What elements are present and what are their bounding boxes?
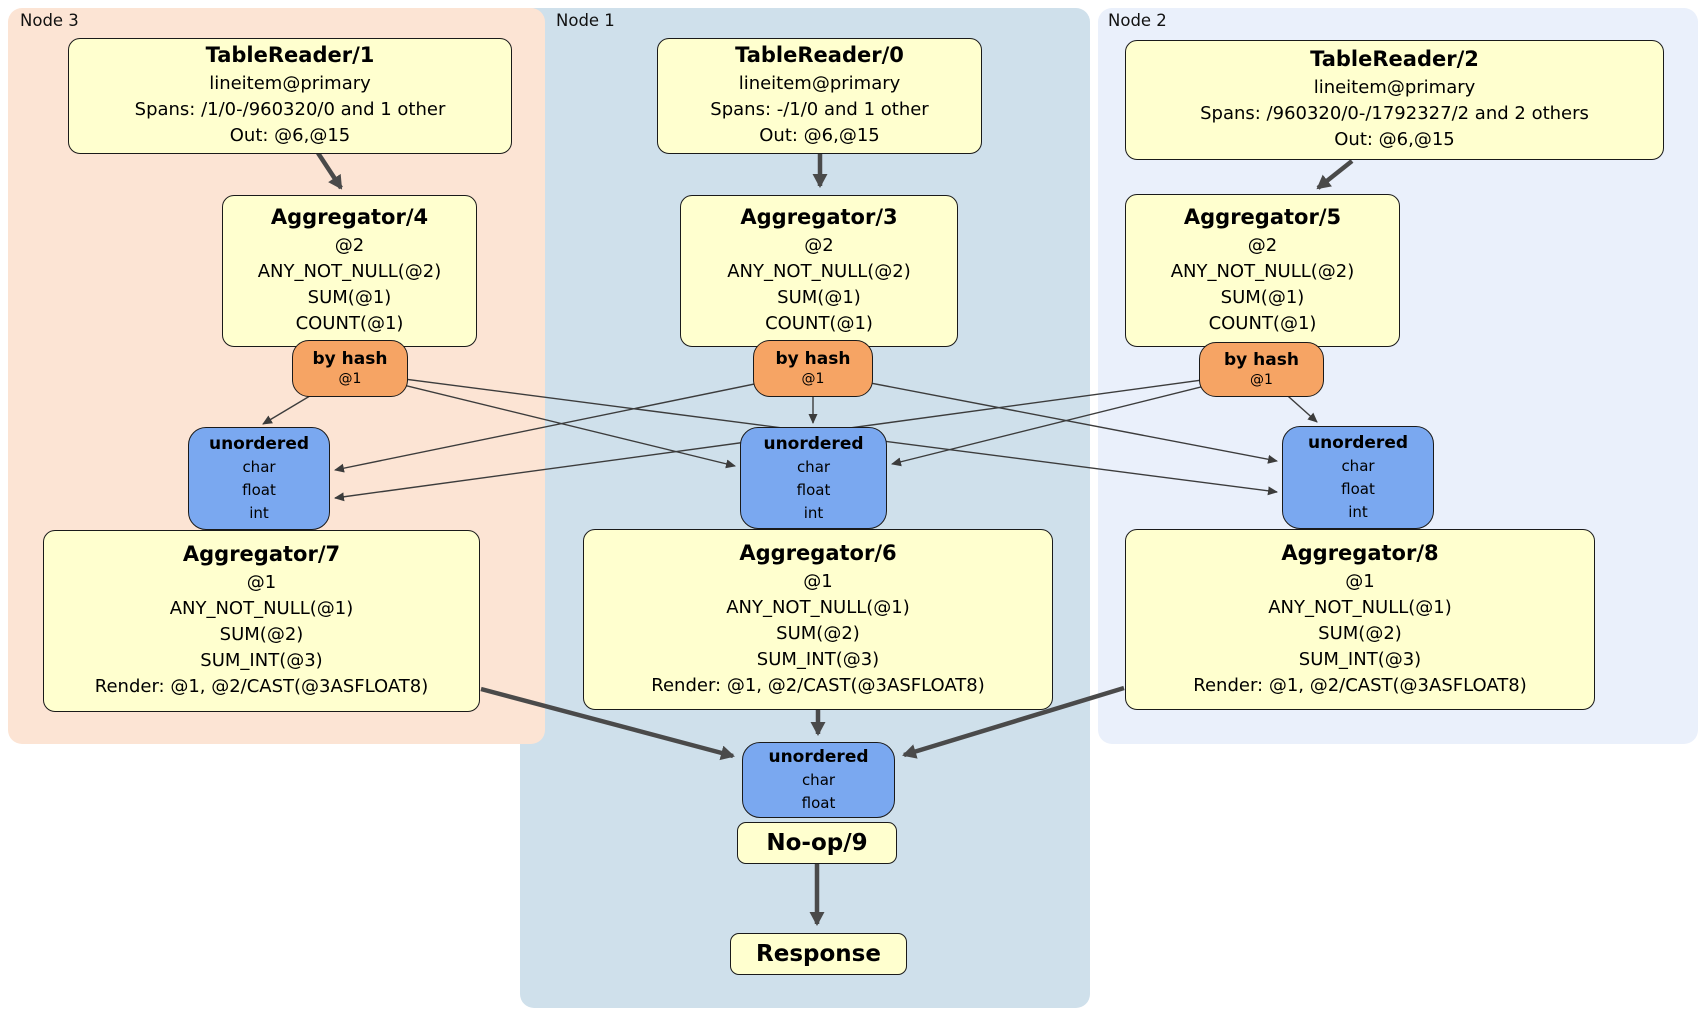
sync-title: unordered [768,747,869,767]
router-detail: @1 [801,371,825,387]
processor-detail: lineitem@primary [209,73,371,94]
sync-unordered-final: unordered char float [742,742,895,818]
processor-title: TableReader/1 [205,43,375,67]
processor-detail: COUNT(@1) [1208,312,1317,334]
processor-detail: SUM(@1) [777,287,861,308]
processor-title: Aggregator/7 [182,542,341,566]
processor-tablereader-1: TableReader/1 lineitem@primary Spans: /1… [68,38,512,154]
processor-detail: SUM(@2) [1318,622,1402,644]
processor-aggregator-8: Aggregator/8 @1 ANY_NOT_NULL(@1) SUM(@2)… [1125,529,1595,710]
sync-detail: float [1341,480,1375,498]
processor-detail: ANY_NOT_NULL(@1) [169,598,354,619]
processor-aggregator-5: Aggregator/5 @2 ANY_NOT_NULL(@2) SUM(@1)… [1125,194,1400,347]
sync-title: unordered [208,434,310,454]
response-node: Response [730,933,907,975]
sync-title: unordered [763,433,864,454]
sync-detail: char [242,458,276,476]
processor-detail: SUM(@2) [219,624,304,645]
processor-title: Aggregator/5 [1183,204,1342,229]
edge [902,685,1125,759]
processor-detail: @1 [1345,570,1375,592]
node3-label: Node 3 [20,11,79,30]
processor-aggregator-3: Aggregator/3 @2 ANY_NOT_NULL(@2) SUM(@1)… [680,195,958,347]
sync-detail: char [801,771,836,789]
sync-detail: float [801,794,836,812]
edge [480,686,735,761]
processor-detail: ANY_NOT_NULL(@1) [1268,596,1452,618]
processor-detail: Spans: /960320/0-/1792327/2 and 2 others [1200,103,1589,124]
processor-title: TableReader/0 [735,43,904,67]
sync-detail: char [1341,457,1375,475]
processor-detail: Spans: -/1/0 and 1 other [710,99,929,120]
processor-detail: @2 [334,235,365,256]
router-detail: @1 [1250,372,1273,388]
processor-title: Aggregator/3 [740,205,898,229]
processor-detail: @1 [803,570,833,592]
processor-detail: SUM_INT(@3) [756,648,880,670]
processor-detail: COUNT(@1) [295,313,404,334]
node2-label: Node 2 [1108,11,1167,30]
processor-edges [316,151,1354,926]
processor-aggregator-6: Aggregator/6 @1 ANY_NOT_NULL(@1) SUM(@2)… [583,529,1053,710]
edge [334,371,814,473]
processor-detail: Out: @6,@15 [1334,129,1455,150]
processor-detail: Out: @6,@15 [759,125,880,146]
processor-detail: ANY_NOT_NULL(@2) [727,261,911,282]
sync-detail: char [796,457,831,476]
processor-title: Aggregator/8 [1281,540,1439,565]
processor-title: Response [756,940,881,967]
processor-noop-9: No-op/9 [737,822,897,864]
sync-detail: int [803,503,824,522]
router-detail: @1 [338,371,362,387]
processor-detail: ANY_NOT_NULL(@2) [257,261,442,282]
processor-detail: SUM_INT(@3) [200,650,323,671]
sync-detail: int [249,504,269,522]
node1-label: Node 1 [556,11,615,30]
sync-unordered-node1: unordered char float int [740,427,887,529]
processor-aggregator-4: Aggregator/4 @2 ANY_NOT_NULL(@2) SUM(@1)… [222,195,477,347]
processor-detail: ANY_NOT_NULL(@1) [726,596,910,618]
edge [812,371,1278,464]
sync-detail: float [796,480,831,499]
processor-detail: Render: @1, @2/CAST(@3ASFLOAT8) [1193,674,1527,696]
processor-detail: Out: @6,@15 [229,125,351,146]
sync-detail: float [242,481,276,499]
edge [891,371,1262,467]
router-title: by hash [312,349,388,369]
processor-tablereader-0: TableReader/0 lineitem@primary Spans: -/… [657,38,982,154]
processor-detail: @2 [1247,234,1278,256]
router-title: by hash [1224,350,1299,370]
processor-detail: @2 [804,235,834,256]
sync-detail: int [1348,503,1368,521]
edge [349,371,736,469]
processor-title: No-op/9 [766,829,868,856]
processor-detail: SUM_INT(@3) [1298,648,1422,670]
processor-title: Aggregator/4 [270,205,429,229]
processor-detail: lineitem@primary [738,73,901,94]
processor-detail: Spans: /1/0-/960320/0 and 1 other [134,99,446,120]
edge [316,151,343,190]
processor-detail: SUM(@1) [1220,286,1305,308]
processor-title: TableReader/2 [1310,47,1479,71]
router-title: by hash [775,349,851,369]
processor-detail: SUM(@2) [776,622,860,644]
processor-detail: Render: @1, @2/CAST(@3ASFLOAT8) [94,676,429,697]
router-by-hash-node3: by hash @1 [292,340,408,397]
processor-detail: Render: @1, @2/CAST(@3ASFLOAT8) [651,674,985,696]
processor-title: Aggregator/6 [739,540,897,565]
router-by-hash-node2: by hash @1 [1199,342,1324,397]
processor-tablereader-2: TableReader/2 lineitem@primary Spans: /9… [1125,40,1664,160]
router-by-hash-node1: by hash @1 [753,340,873,397]
edge [1316,159,1354,190]
sync-title: unordered [1307,433,1409,453]
processor-detail: COUNT(@1) [765,313,873,334]
processor-detail: @1 [246,572,277,593]
processor-detail: SUM(@1) [307,287,392,308]
sync-unordered-node2: unordered char float int [1282,426,1434,529]
processor-detail: ANY_NOT_NULL(@2) [1170,260,1355,282]
processor-detail: lineitem@primary [1313,77,1476,98]
sync-unordered-node3: unordered char float int [188,427,330,530]
processor-aggregator-7: Aggregator/7 @1 ANY_NOT_NULL(@1) SUM(@2)… [43,530,480,712]
